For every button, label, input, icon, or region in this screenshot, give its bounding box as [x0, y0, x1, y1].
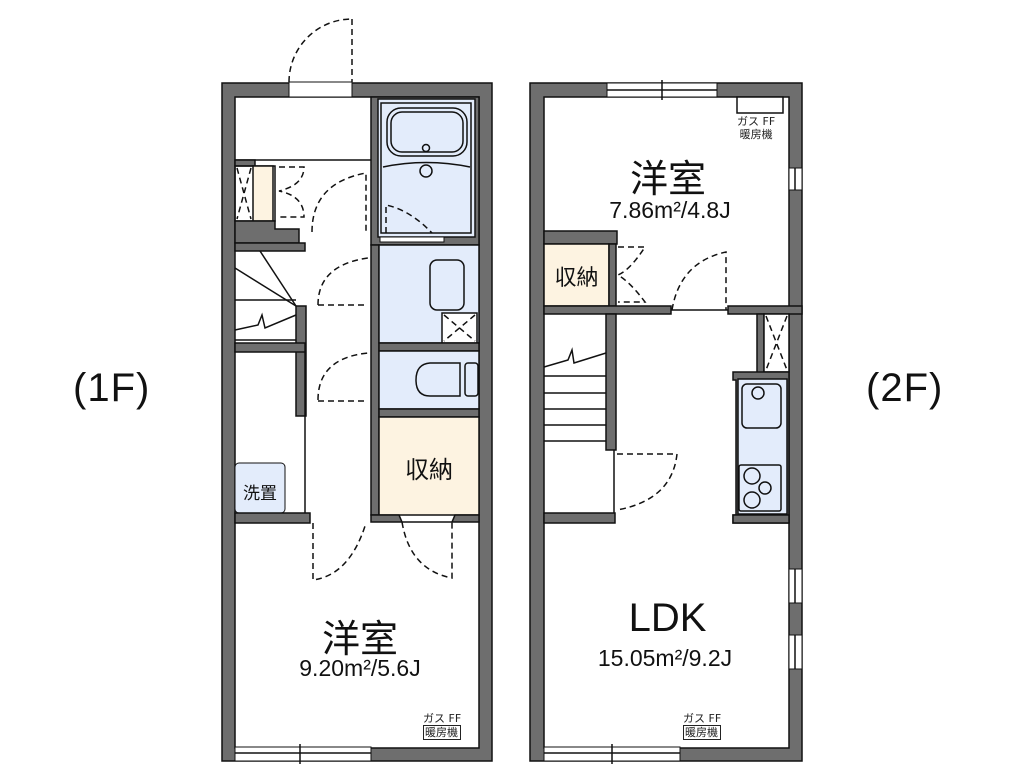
- room-name-western-1f: 洋室: [321, 617, 398, 661]
- heater-label-2f-top: ガス FF 暖房機: [737, 115, 775, 141]
- room-name-ldk: LDK: [628, 596, 707, 640]
- toilet: [378, 350, 480, 410]
- heater-label-2f-bottom: ガス FF 暖房機: [683, 712, 722, 740]
- heater-line2: 暖房機: [423, 725, 462, 740]
- stairs-1f: [234, 250, 297, 341]
- floor-2f: [529, 80, 803, 764]
- heater-line2: 暖房機: [683, 725, 722, 740]
- storage-label-1f: 収納: [405, 456, 453, 484]
- room-area-western-1f: 9.20m²/5.6J: [299, 655, 421, 681]
- storage-2f: [543, 243, 610, 307]
- entrance-door-swing: [288, 18, 353, 83]
- room-name-western-2f: 洋室: [629, 157, 706, 201]
- stairs-2f: [543, 347, 607, 442]
- floor-label-2f: (2F): [866, 366, 944, 410]
- storage-label-2f: 収納: [554, 266, 599, 291]
- room-area-ldk: 15.05m²/9.2J: [597, 645, 733, 671]
- floor-label-1f: (1F): [73, 366, 151, 410]
- heater-line2: 暖房機: [739, 128, 773, 141]
- room-area-western-2f: 7.86m²/4.8J: [609, 197, 731, 223]
- bathroom: [377, 98, 476, 238]
- heater-line1: ガス FF: [423, 712, 462, 725]
- storage-1f: [378, 416, 480, 516]
- heater-line1: ガス FF: [737, 115, 776, 128]
- heater-line1: ガス FF: [683, 712, 722, 725]
- floor-1f: [221, 18, 493, 764]
- kitchen-counter: [737, 378, 788, 515]
- washer-label-1f: 洗置: [243, 484, 277, 504]
- heater-label-1f: ガス FF 暖房機: [423, 712, 462, 740]
